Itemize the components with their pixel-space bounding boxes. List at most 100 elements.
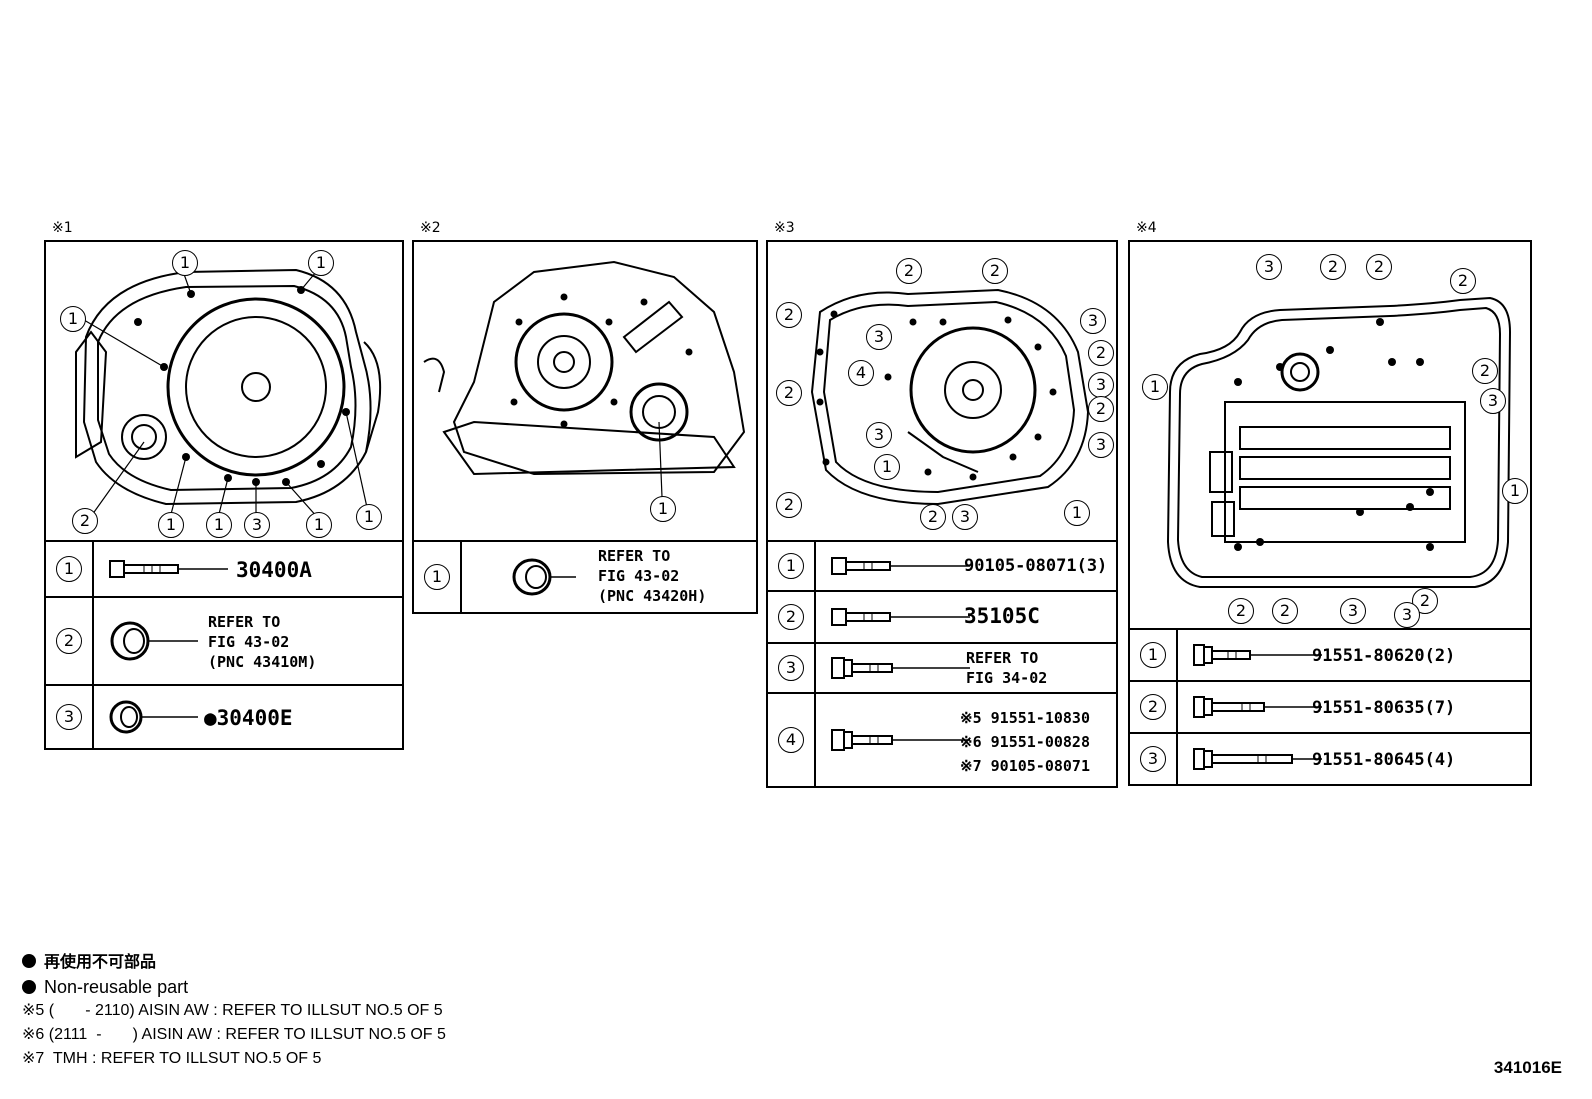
callout-3: 3 xyxy=(952,504,978,530)
callout-2: 2 xyxy=(1320,254,1346,280)
legend-notes: 再使用不可部品 Non-reusable part ※5 ( - 2110) A… xyxy=(22,950,446,1071)
panel-1-parts-table: 1 30400A 2 REFER TO FIG 43-02 (PNC 43410… xyxy=(44,540,404,750)
part-row: 30400A xyxy=(92,540,404,598)
part-row: 91551-80620(2) xyxy=(1176,628,1532,682)
callout-3: 3 xyxy=(866,422,892,448)
row-number: 1 xyxy=(778,553,804,579)
callout-1: 1 xyxy=(1064,500,1090,526)
panel-2-drawing-frame: 1 xyxy=(412,240,758,542)
callout-2: 2 xyxy=(1088,340,1114,366)
callout-2: 2 xyxy=(1450,268,1476,294)
callout-2: 2 xyxy=(982,258,1008,284)
flange-bolt-icon xyxy=(831,657,970,679)
part-number: 30400A xyxy=(236,558,312,582)
part-row: REFER TO FIG 43-02 (PNC 43420H) xyxy=(460,540,758,614)
row-number: 2 xyxy=(56,628,82,654)
callout-1: 1 xyxy=(650,496,676,522)
panel-4-tag: ※4 xyxy=(1136,220,1157,236)
reference-note: REFER TO FIG 34-02 xyxy=(966,649,1048,687)
callout-1: 1 xyxy=(1142,374,1168,400)
part-number: 91551-80635(7) xyxy=(1312,698,1456,718)
part-row: ※5 91551-10830 ※6 91551-00828 ※7 90105-0… xyxy=(814,692,1118,788)
oil-seal-icon xyxy=(109,700,198,734)
callout-2: 2 xyxy=(1472,358,1498,384)
part-row: ●30400E xyxy=(92,684,404,750)
callout-2: 2 xyxy=(896,258,922,284)
callout-4: 4 xyxy=(848,360,874,386)
callout-2: 2 xyxy=(776,380,802,406)
part-number: 35105C xyxy=(964,604,1040,628)
callout-2: 2 xyxy=(1366,254,1392,280)
callout-2: 2 xyxy=(1228,598,1254,624)
callout-2-bottom-left: 2 xyxy=(72,508,98,534)
row-number: 2 xyxy=(1140,694,1166,720)
callout-3: 3 xyxy=(1080,308,1106,334)
part-row: 35105C xyxy=(814,590,1118,644)
panel-4-parts-table: 1 91551-80620(2) 2 91551-80635(7) 3 9155… xyxy=(1128,628,1532,786)
non-reusable-note-en: Non-reusable part xyxy=(22,975,446,999)
part-number: 91551-80620(2) xyxy=(1312,646,1456,666)
panel-2-parts-table: 1 REFER TO FIG 43-02 (PNC 43420H) xyxy=(412,540,758,614)
callout-3: 3 xyxy=(1088,432,1114,458)
part-row: 91551-80645(4) xyxy=(1176,732,1532,786)
oil-seal-icon xyxy=(512,558,576,596)
callout-3: 3 xyxy=(1394,602,1420,628)
panel-2-tag: ※2 xyxy=(420,220,441,236)
callout-1: 1 xyxy=(874,454,900,480)
callout-1-bottom-b: 1 xyxy=(206,512,232,538)
non-reusable-bullet-icon xyxy=(22,954,36,968)
row-number: 1 xyxy=(1140,642,1166,668)
part-row: REFER TO FIG 34-02 xyxy=(814,642,1118,694)
footnote-7: ※7 TMH : REFER TO ILLSUT NO.5 OF 5 xyxy=(22,1050,322,1067)
panel-3-drawing-frame: 2 2 2 3 3 4 2 2 3 2 3 3 1 2 2 3 1 xyxy=(766,240,1118,542)
row-number: 4 xyxy=(778,727,804,753)
reference-note: ※5 91551-10830 ※6 91551-00828 ※7 90105-0… xyxy=(960,709,1090,775)
callout-3: 3 xyxy=(1480,388,1506,414)
non-reusable-note-jp: 再使用不可部品 xyxy=(22,950,446,975)
valve-body-drawing xyxy=(1166,296,1512,588)
panel-1-tag: ※1 xyxy=(52,220,73,236)
oil-seal-icon xyxy=(110,621,198,661)
row-number: 1 xyxy=(424,564,450,590)
row-number: 2 xyxy=(778,604,804,630)
callout-1-top-right: 1 xyxy=(308,250,334,276)
panel-3-tag: ※3 xyxy=(774,220,795,236)
callout-2: 2 xyxy=(1272,598,1298,624)
callout-1: 1 xyxy=(1502,478,1528,504)
part-row: REFER TO FIG 43-02 (PNC 43410M) xyxy=(92,596,404,686)
callout-2: 2 xyxy=(1088,396,1114,422)
flange-bolt-icon xyxy=(1193,748,1322,770)
row-number: 3 xyxy=(778,655,804,681)
callout-3: 3 xyxy=(866,324,892,350)
row-number: 1 xyxy=(56,556,82,582)
callout-2: 2 xyxy=(776,302,802,328)
flange-bolt-icon xyxy=(1193,696,1322,718)
callout-3: 3 xyxy=(1256,254,1282,280)
part-row: 91551-80635(7) xyxy=(1176,680,1532,734)
part-number: 90105-08071(3) xyxy=(964,556,1108,576)
row-number: 3 xyxy=(56,704,82,730)
non-reusable-bullet-icon xyxy=(22,980,36,994)
callout-1-bottom-c: 1 xyxy=(306,512,332,538)
callout-2: 2 xyxy=(920,504,946,530)
reference-note: REFER TO FIG 43-02 (PNC 43410M) xyxy=(208,613,317,671)
part-number: 91551-80645(4) xyxy=(1312,750,1456,770)
callout-3: 3 xyxy=(1340,598,1366,624)
transaxle-case-drawing xyxy=(810,288,1090,506)
bolt-icon xyxy=(831,608,970,626)
panel-4-drawing-frame: 3 2 2 2 1 2 3 1 2 2 3 2 3 xyxy=(1128,240,1532,630)
callout-1-top: 1 xyxy=(172,250,198,276)
panel-1-drawing-frame: 1 1 1 2 1 1 3 1 1 xyxy=(44,240,404,542)
flange-bolt-icon xyxy=(831,729,970,751)
callout-1-bottom-a: 1 xyxy=(158,512,184,538)
callout-1-bottom-right: 1 xyxy=(356,504,382,530)
callout-3: 3 xyxy=(1088,372,1114,398)
callout-3-bottom: 3 xyxy=(244,512,270,538)
reference-note: REFER TO FIG 43-02 (PNC 43420H) xyxy=(598,547,707,605)
bolt-icon xyxy=(831,557,970,575)
illustration-code: 341016E xyxy=(1493,1058,1562,1077)
footnote-6: ※6 (2111 - ) AISIN AW : REFER TO ILLSUT … xyxy=(22,1026,446,1043)
part-number: ●30400E xyxy=(204,706,293,730)
transaxle-housing-drawing xyxy=(75,268,382,519)
panel-3-parts-table: 1 90105-08071(3) 2 35105C 3 REFER TO FIG… xyxy=(766,540,1118,788)
